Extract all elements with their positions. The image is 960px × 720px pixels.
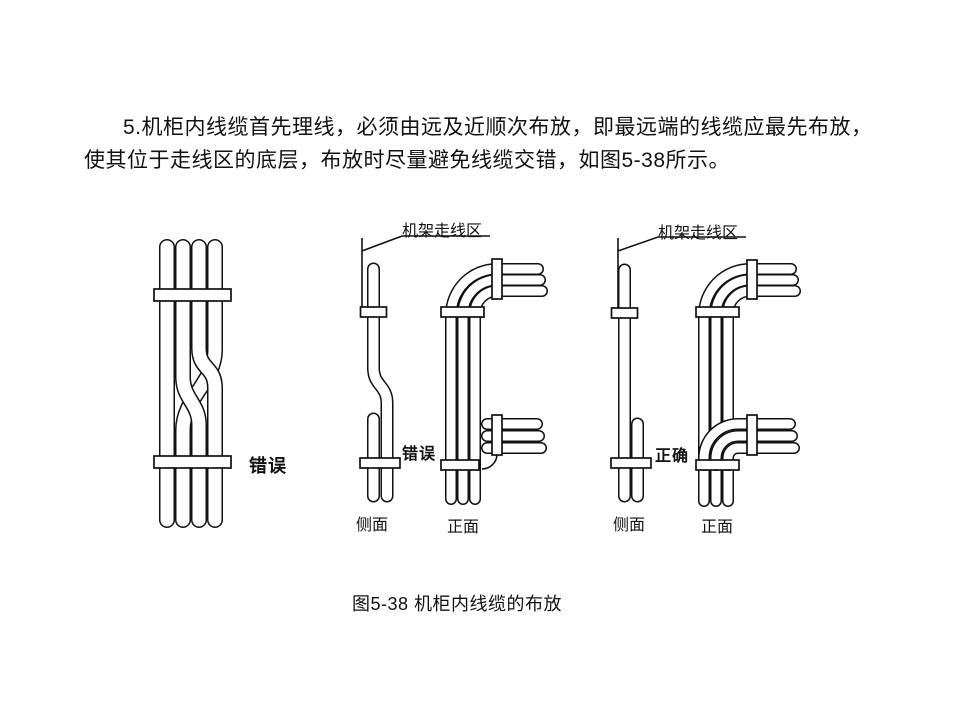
correct-verdict-label: 正确 (655, 448, 690, 465)
paragraph-line-1: 5.机柜内线缆首先理线，必须由远及近顺次布放，即最远端的线缆应最先布放， (123, 116, 873, 139)
wrong-side-view-label: 侧面 (356, 517, 389, 534)
wrong-front-view-label: 正面 (447, 519, 480, 536)
figure-caption: 图5-38 机柜内线缆的布放 (352, 594, 563, 614)
diagram-wrong-front-view (440, 258, 548, 505)
wrong-verdict-label: 错误 (402, 446, 437, 463)
diagram-wrong-side-view (359, 235, 490, 503)
diagram-correct-side-view (610, 236, 746, 503)
bundle-verdict-label: 错误 (249, 456, 287, 476)
diagram-cable-bundle (153, 239, 232, 528)
diagram-correct-front-view (695, 259, 801, 507)
correct-rack-area-label: 机架走线区 (658, 225, 739, 242)
correct-side-view-label: 侧面 (613, 517, 646, 534)
wrong-rack-area-label: 机架走线区 (402, 223, 483, 240)
paragraph-line-2: 使其位于走线区的底层，布放时尽量避免线缆交错，如图5-38所示。 (84, 149, 731, 172)
correct-front-view-label: 正面 (701, 519, 734, 536)
